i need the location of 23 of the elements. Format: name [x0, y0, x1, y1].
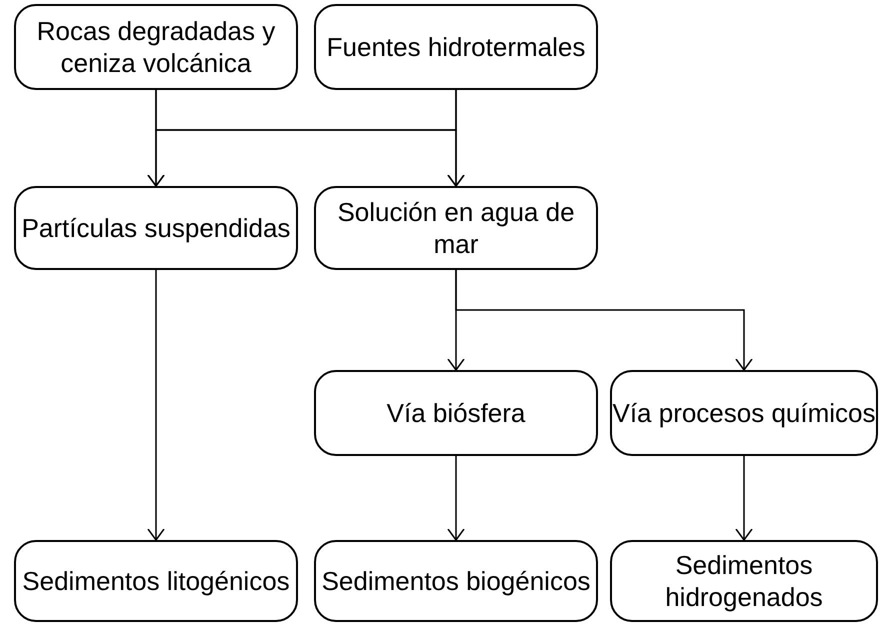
result-box	[314, 540, 598, 622]
node-label: Vía biósfera	[386, 397, 526, 429]
node-label: Vía procesos químicos	[612, 397, 876, 429]
node-label: Rocas degradadas y ceniza volcánica	[36, 15, 276, 79]
node-label: Solución en agua de mar	[336, 196, 576, 260]
result-box	[14, 540, 298, 622]
source-box	[314, 4, 598, 90]
node-label: Sedimentos hidrogenados	[664, 549, 824, 613]
process-box	[314, 370, 598, 456]
source-box	[14, 4, 298, 90]
result-box	[610, 540, 878, 622]
process-box	[14, 186, 298, 270]
arrow	[447, 90, 465, 187]
node-label: Sedimentos biogénicos	[322, 565, 590, 597]
arrow	[455, 270, 753, 371]
node-label: Fuentes hidrotermales	[326, 31, 586, 63]
arrow	[735, 456, 753, 541]
process-box	[610, 370, 878, 456]
arrow	[447, 456, 465, 541]
arrow	[147, 270, 165, 541]
process-box	[314, 186, 598, 270]
node-label: Sedimentos litogénicos	[22, 565, 290, 597]
node-label: Partículas suspendidas	[22, 212, 290, 244]
